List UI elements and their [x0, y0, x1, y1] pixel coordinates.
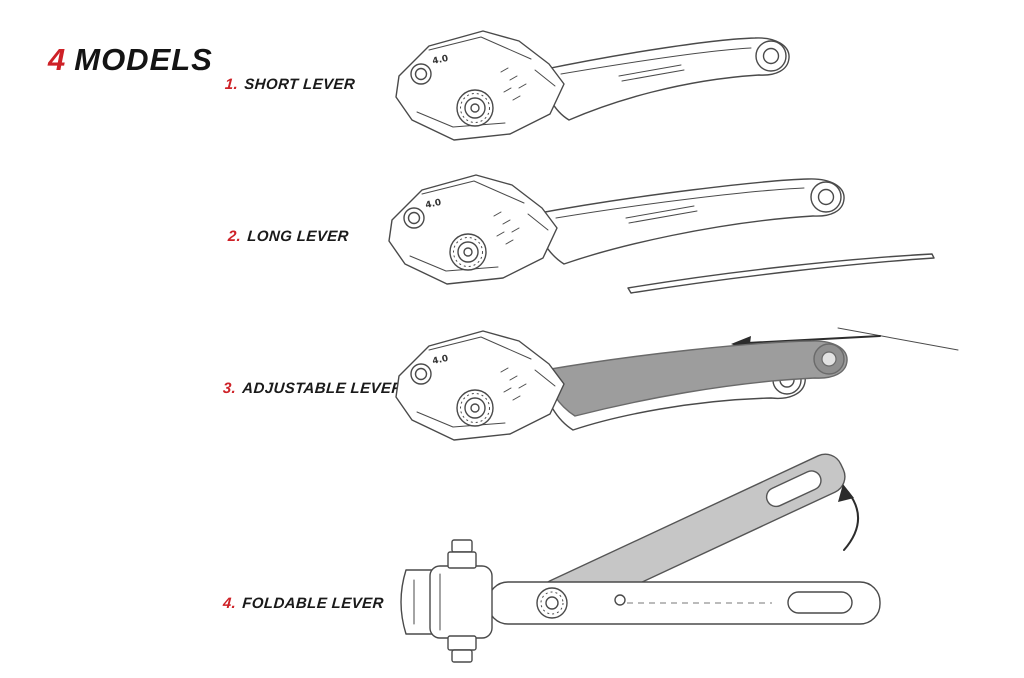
model-2-number: 2. [227, 228, 242, 245]
model-4-name: FOLDABLE LEVER [241, 595, 385, 612]
folded-blade [539, 453, 846, 620]
dial-engraving: 4.0 [432, 354, 450, 367]
model-1-number: 1. [224, 76, 239, 93]
model-4-number: 4. [222, 595, 237, 612]
model-3-number: 3. [222, 380, 237, 397]
model-4-label: 4.FOLDABLE LEVER [222, 595, 384, 612]
model-1-label: 1.SHORT LEVER [224, 76, 355, 93]
model-3-label: 3.ADJUSTABLE LEVER [222, 380, 403, 397]
model-2-label: 2.LONG LEVER [227, 228, 349, 245]
dial-engraving: 4.0 [432, 54, 450, 67]
dial-engraving: 4.0 [425, 198, 443, 211]
model-1-name: SHORT LEVER [243, 76, 356, 93]
long-lever-illustration: 4.0 [388, 174, 935, 294]
title-word: MODELS [74, 42, 213, 77]
adjusted-blade [544, 340, 848, 417]
clamp-bolt-top [451, 539, 473, 553]
clamp-bolt-bottom [447, 635, 477, 651]
short-lever-illustration: 4.0 [395, 30, 790, 141]
foldable-lever-illustration [400, 453, 881, 663]
model-3-name: ADJUSTABLE LEVER [241, 380, 404, 397]
adjustable-lever-illustration: 4.0 [395, 327, 959, 441]
body-slot [787, 591, 853, 614]
model-2-name: LONG LEVER [246, 228, 350, 245]
fold-pivot [536, 587, 568, 619]
fold-direction-arrow [838, 484, 860, 551]
title-number: 4 [48, 42, 67, 77]
clamp-bracket [400, 539, 493, 663]
